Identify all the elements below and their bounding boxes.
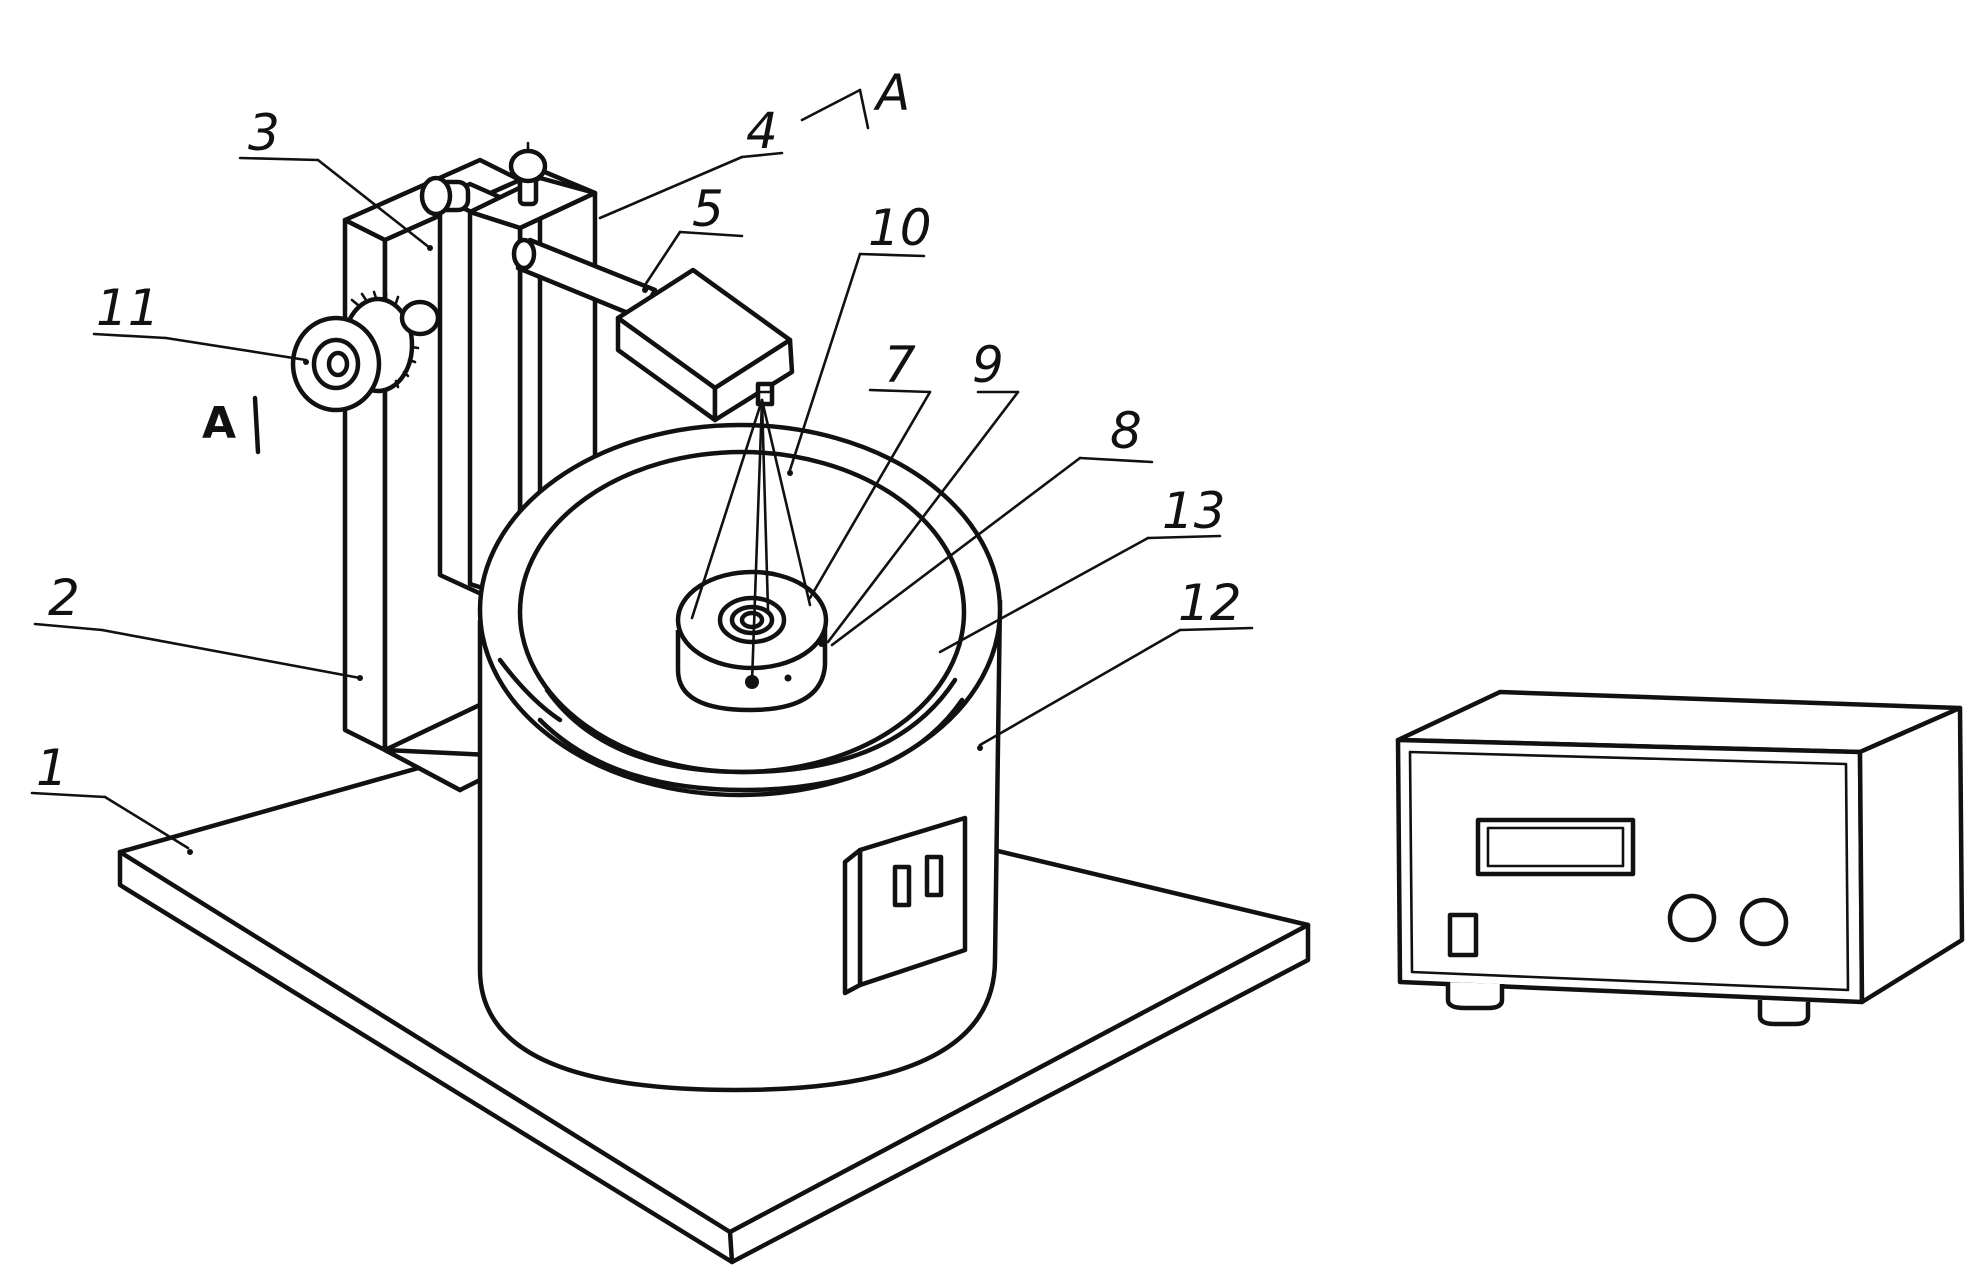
label-section-top: A <box>873 64 910 122</box>
laser-head <box>511 237 795 423</box>
label-base: 1 <box>36 739 68 797</box>
label-sample: 7 <box>884 336 916 394</box>
label-section-left: A <box>202 398 236 449</box>
label-vessel: 12 <box>1178 574 1242 632</box>
vessel <box>477 422 1003 1093</box>
label-laser-head: 5 <box>692 180 724 238</box>
vessel-panel <box>842 815 968 996</box>
controller-box <box>1395 689 1965 1027</box>
leader-lines <box>30 88 1254 855</box>
label-knob: 11 <box>96 279 160 337</box>
laser-beams <box>690 398 812 684</box>
label-arm: 4 <box>746 102 778 160</box>
knob <box>252 290 441 455</box>
label-ring: 8 <box>1110 402 1142 460</box>
label-column: 2 <box>48 569 80 627</box>
label-beam: 10 <box>868 199 932 257</box>
adjusting-screw <box>508 141 548 207</box>
label-slider: 3 <box>248 104 280 162</box>
label-rim: 13 <box>1162 482 1226 540</box>
label-pin: 9 <box>972 336 1004 394</box>
